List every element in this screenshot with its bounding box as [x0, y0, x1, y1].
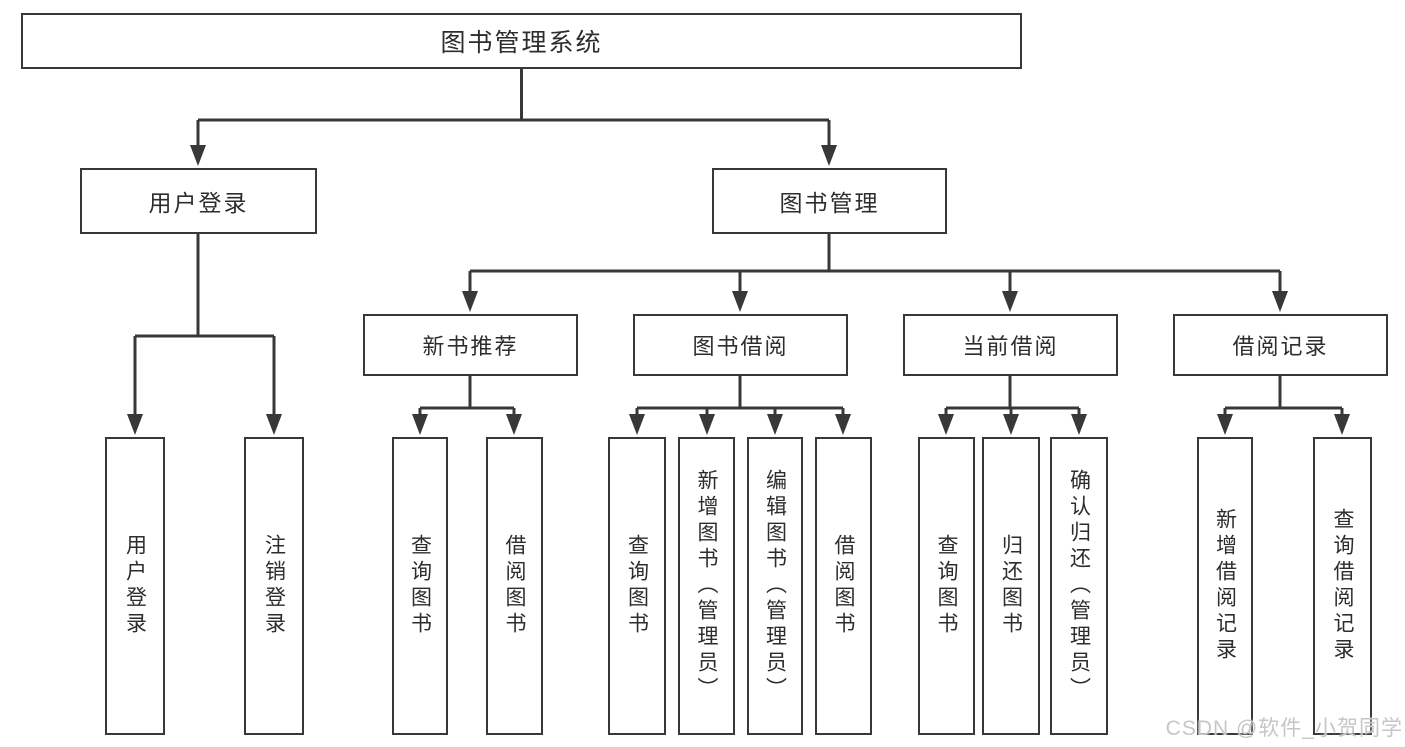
- node-current-borrowing: 当前借阅: [903, 314, 1118, 376]
- leaf-user-login: 用户登录: [105, 437, 165, 735]
- node-label: 用户登录: [148, 190, 249, 216]
- connector-book-management-to-level3: [462, 233, 1288, 312]
- leaf-label: 查询图书: [625, 534, 649, 638]
- node-label: 借阅记录: [1232, 334, 1329, 359]
- leaf-borrow-books-recommend: 借阅图书: [486, 437, 543, 735]
- node-borrowing-records: 借阅记录: [1173, 314, 1388, 376]
- node-new-book-recommendation: 新书推荐: [363, 314, 578, 376]
- node-book-borrowing: 图书借阅: [633, 314, 848, 376]
- leaf-return-books: 归还图书: [982, 437, 1040, 735]
- connector-book-borrowing-to-leaves: [629, 376, 851, 435]
- leaf-label: 注销登录: [262, 534, 286, 638]
- node-label: 新书推荐: [422, 334, 519, 359]
- node-label: 图书管理系统: [440, 29, 603, 57]
- leaf-label: 新增图书（管理员）: [695, 469, 718, 703]
- leaf-label: 确认归还（管理员）: [1067, 469, 1091, 703]
- node-book-management: 图书管理: [712, 168, 947, 234]
- leaf-query-books-recommend: 查询图书: [392, 437, 448, 735]
- watermark-text: CSDN @软件_小贺同学: [1165, 717, 1403, 740]
- leaf-label: 借阅图书: [832, 534, 855, 638]
- leaf-add-books-admin: 新增图书（管理员）: [678, 437, 735, 735]
- leaf-add-borrow-record: 新增借阅记录: [1197, 437, 1253, 735]
- connector-user-login-to-leaves: [127, 233, 282, 435]
- leaf-label: 新增借阅记录: [1213, 508, 1237, 664]
- connector-root-to-level2: [190, 69, 837, 166]
- leaf-label: 用户登录: [123, 534, 147, 638]
- node-label: 图书借阅: [692, 334, 789, 359]
- leaf-confirm-return-admin: 确认归还（管理员）: [1050, 437, 1108, 735]
- leaf-query-books-current: 查询图书: [918, 437, 975, 735]
- leaf-label: 编辑图书（管理员）: [763, 469, 787, 703]
- leaf-borrow-books-borrowing: 借阅图书: [815, 437, 872, 735]
- connector-current-borrowing-to-leaves: [938, 376, 1087, 435]
- leaf-label: 归还图书: [999, 534, 1023, 638]
- node-user-login: 用户登录: [80, 168, 317, 234]
- node-label: 当前借阅: [962, 334, 1059, 359]
- leaf-query-borrow-record: 查询借阅记录: [1313, 437, 1372, 735]
- leaf-edit-books-admin: 编辑图书（管理员）: [747, 437, 803, 735]
- leaf-logout: 注销登录: [244, 437, 304, 735]
- leaf-label: 借阅图书: [503, 534, 526, 638]
- node-label: 图书管理: [779, 190, 880, 216]
- leaf-label: 查询图书: [935, 534, 958, 638]
- node-library-management-system: 图书管理系统: [21, 13, 1022, 69]
- leaf-label: 查询图书: [408, 534, 432, 638]
- connector-new-book-to-leaves: [412, 376, 522, 435]
- connector-borrowing-records-to-leaves: [1217, 376, 1350, 435]
- leaf-label: 查询借阅记录: [1331, 508, 1354, 664]
- leaf-query-books-borrowing: 查询图书: [608, 437, 666, 735]
